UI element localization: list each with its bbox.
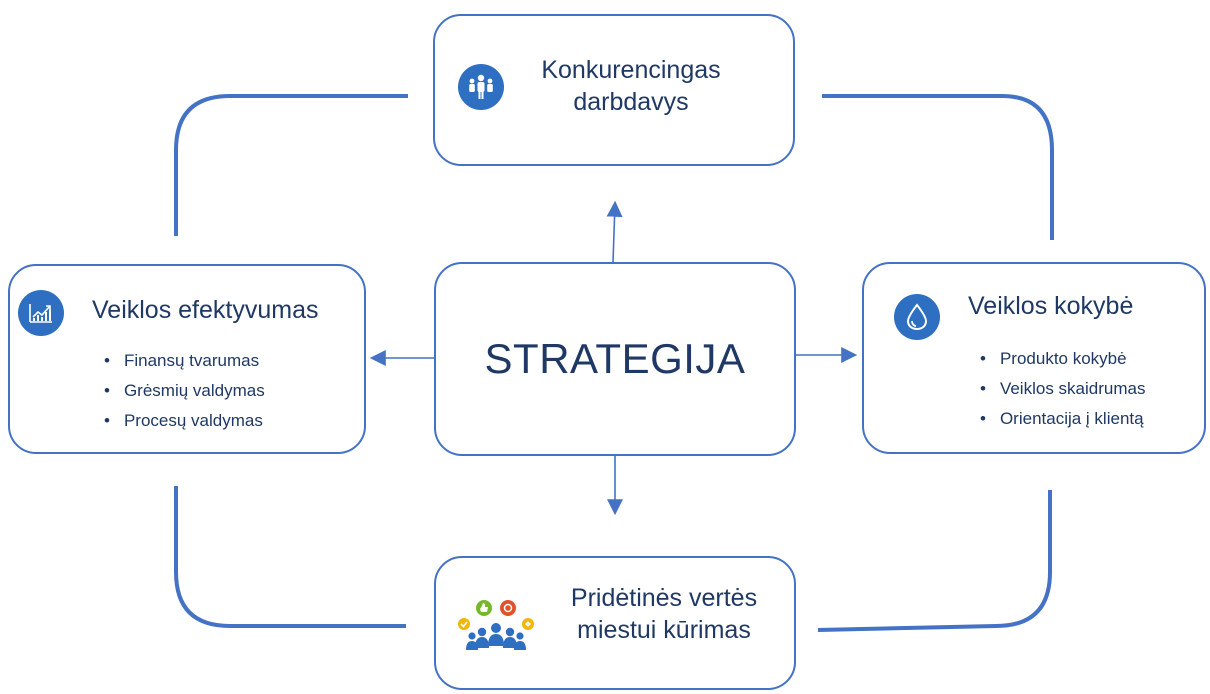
cycle-line-bottom-right — [817, 490, 1052, 632]
strategy-box: STRATEGIJA — [434, 262, 796, 456]
water-drop-icon — [894, 294, 940, 340]
list-item: Orientacija į klientą — [980, 404, 1145, 434]
title-line-2: darbdavys — [573, 88, 689, 116]
operational-efficiency-list: Finansų tvarumas Grėsmių valdymas Proces… — [104, 346, 265, 436]
competitive-employer-box: Konkurencingas darbdavys — [433, 14, 795, 166]
operational-quality-list: Produkto kokybė Veiklos skaidrumas Orien… — [980, 344, 1146, 434]
cycle-line-top-left — [174, 94, 408, 236]
added-value-title: Pridėtinės vertės miestui kūrimas — [554, 582, 774, 646]
operational-efficiency-title: Veiklos efektyvumas — [92, 296, 319, 324]
cycle-line-bottom-left — [174, 486, 406, 628]
added-value-box: Pridėtinės vertės miestui kūrimas — [434, 556, 796, 690]
operational-efficiency-box: Veiklos efektyvumas Finansų tvarumas Grė… — [8, 264, 366, 454]
operational-quality-title: Veiklos kokybė — [968, 292, 1134, 320]
strategy-title: STRATEGIJA — [484, 335, 746, 382]
list-item: Veiklos skaidrumas — [980, 374, 1146, 404]
title-line-1: Konkurencingas — [541, 56, 721, 84]
list-item: Finansų tvarumas — [104, 346, 265, 376]
team-icon — [458, 64, 504, 110]
list-item: Produkto kokybė — [980, 344, 1145, 374]
title-line-2: miestui kūrimas — [577, 616, 751, 644]
cycle-line-top-right — [822, 94, 1054, 240]
title-line-1: Pridėtinės vertės — [570, 584, 758, 612]
arrow-to-top — [606, 200, 623, 263]
operational-quality-box: Veiklos kokybė Produkto kokybė Veiklos s… — [862, 262, 1206, 454]
list-item: Procesų valdymas — [104, 406, 265, 436]
growth-chart-icon — [18, 290, 64, 336]
community-feedback-icon — [450, 594, 542, 654]
competitive-employer-title: Konkurencingas darbdavys — [531, 54, 731, 118]
list-item: Grėsmių valdymas — [104, 376, 265, 406]
